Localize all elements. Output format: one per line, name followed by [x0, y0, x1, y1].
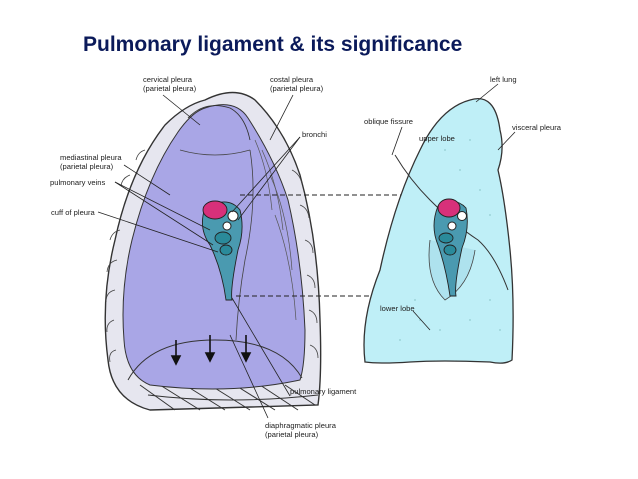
pleural-cavity-illustration [104, 91, 322, 411]
label-pulmonary-ligament: pulmonary ligament [290, 387, 357, 396]
label-lower-lobe: lower lobe [380, 304, 415, 313]
label-mediastinal-pleura: mediastinal pleura (parietal pleura) [60, 153, 124, 171]
label-upper-lobe: upper lobe [419, 134, 455, 143]
label-cuff-of-pleura: cuff of pleura [51, 208, 96, 217]
label-cervical-pleura: cervical pleura (parietal pleura) [143, 75, 197, 93]
label-diaphragmatic-pleura: diaphragmatic pleura (parietal pleura) [265, 421, 338, 439]
label-pulmonary-veins: pulmonary veins [50, 178, 105, 187]
left-lung-illustration [363, 98, 514, 364]
hilum-right [433, 198, 468, 297]
label-bronchi: bronchi [302, 130, 327, 139]
page-title: Pulmonary ligament & its significance [83, 33, 463, 56]
label-left-lung: left lung [490, 75, 517, 84]
label-oblique-fissure: oblique fissure [364, 117, 413, 126]
leader-lines [97, 83, 516, 419]
hilum-left [201, 200, 243, 301]
label-visceral-pleura: visceral pleura [512, 123, 562, 132]
label-costal-pleura: costal pleura (parietal pleura) [270, 75, 324, 93]
diaphragm-dome [127, 339, 303, 381]
